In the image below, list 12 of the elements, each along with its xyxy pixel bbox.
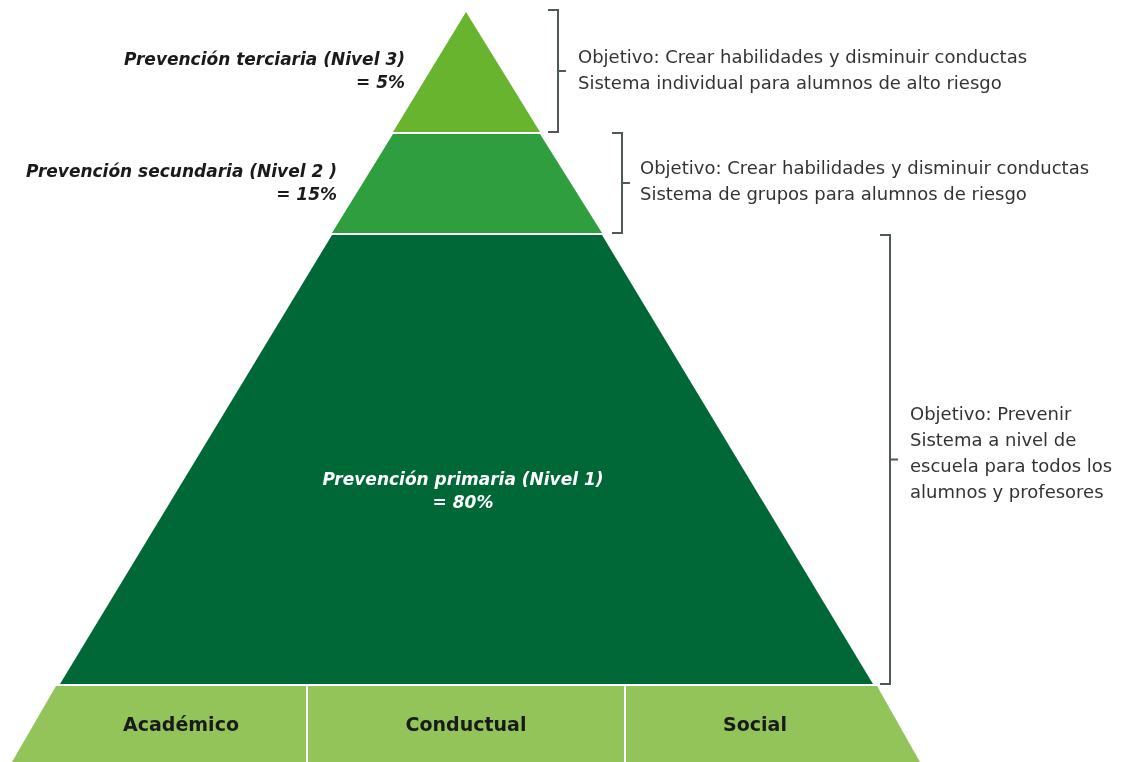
tier-label: Prevención terciaria (Nivel 3) = 5% <box>123 48 405 94</box>
objective-text: Objetivo: Prevenir <box>910 402 1073 426</box>
tier-label: Prevención secundaria (Nivel 2 ) = 15% <box>24 160 337 206</box>
objective-text: Sistema a nivel de escuela para todos los alumnos y profesores <box>910 428 1114 504</box>
objective-text: Sistema de grupos para alumnos de riesgo <box>640 182 1028 206</box>
segment-label: Académico <box>122 713 240 735</box>
objective-text: Objetivo: Crear habilidades y disminuir conductas <box>640 156 1091 180</box>
segment-label: Conductual <box>404 713 528 735</box>
tier-label: Prevención primaria (Nivel 1) = 80% <box>321 468 605 514</box>
objective-text: Sistema individual para alumnos de alto riesgo <box>578 71 1003 95</box>
segment-label: Social <box>722 713 788 735</box>
objective-text: Objetivo: Crear habilidades y disminuir conductas <box>578 45 1029 69</box>
